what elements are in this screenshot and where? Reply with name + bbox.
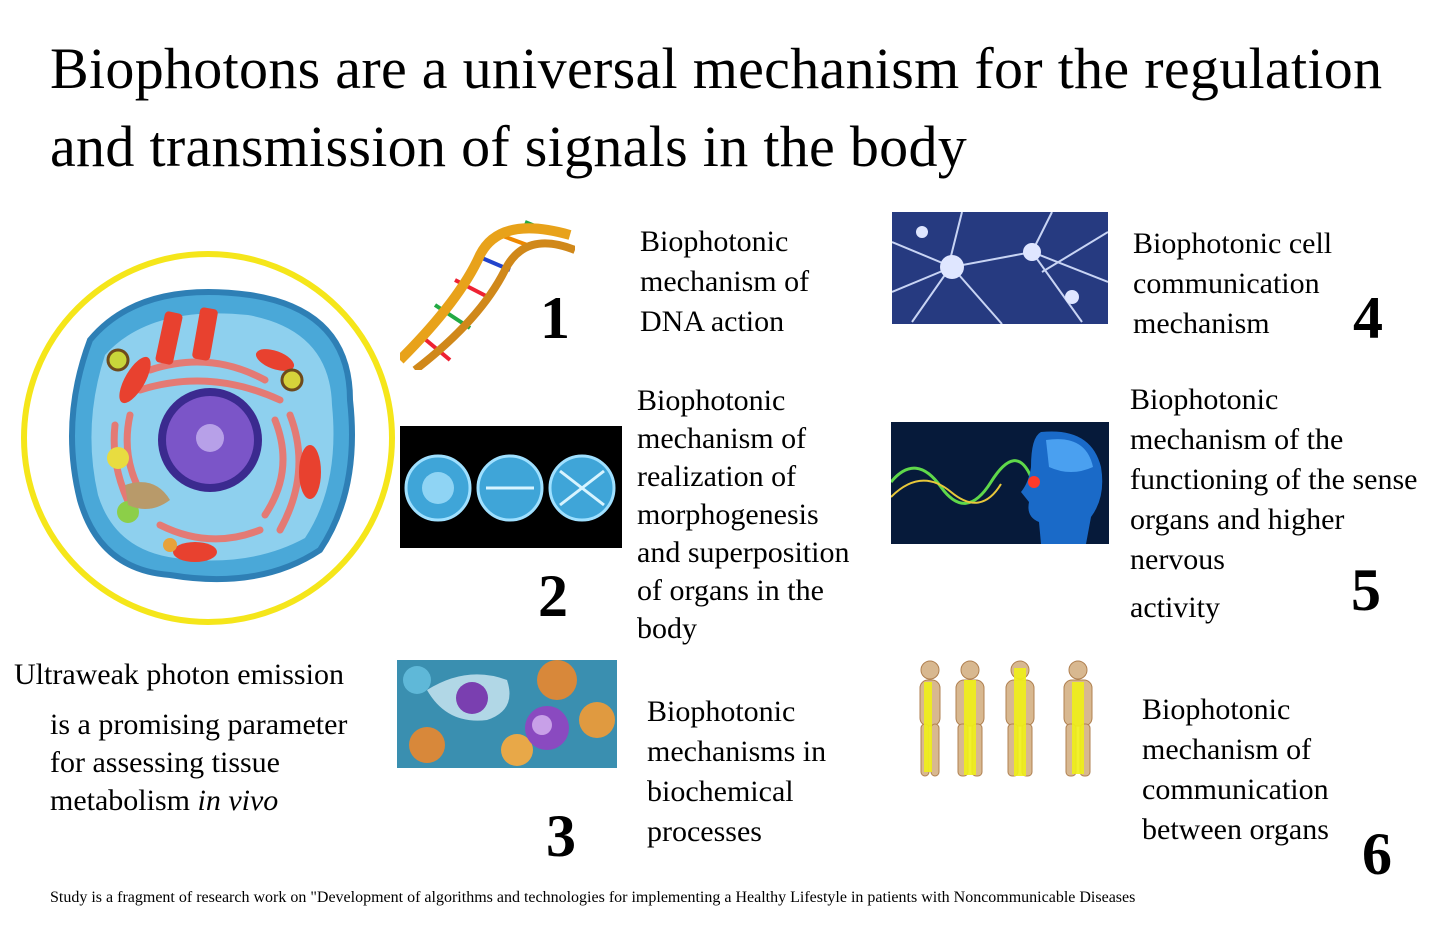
item-5-label-line: functioning of the sense xyxy=(1130,463,1418,496)
item-5-label: Biophotonic mechanism of the functioning… xyxy=(1130,380,1417,628)
item-2-label-line: realization of xyxy=(637,460,797,493)
cell-note-italic: in vivo xyxy=(197,784,279,817)
item-4-label-line: mechanism xyxy=(1133,307,1270,340)
item-1-label: Biophotonic mechanism of DNA action xyxy=(640,222,809,342)
item-2-label-line: of organs in the xyxy=(637,574,824,607)
page-title: Biophotons are a universal mechanism for… xyxy=(50,36,1383,179)
cell-note-line2: is a promising parameter xyxy=(50,708,348,741)
biochemical-illustration xyxy=(397,660,617,768)
embryo-cells-illustration xyxy=(400,426,622,548)
item-1-label-line: DNA action xyxy=(640,305,785,338)
item-2-label: Biophotonic mechanism of realization of … xyxy=(637,382,849,648)
cell-note-line4: metabolism xyxy=(50,784,198,817)
item-5-label-line: organs and higher xyxy=(1130,503,1345,536)
item-5-label-line: mechanism of the xyxy=(1130,423,1344,456)
body-meridians-illustration xyxy=(908,658,1118,780)
item-1-label-line: mechanism of xyxy=(640,265,810,298)
cell-note: Ultraweak photon emission is a promising… xyxy=(14,656,394,820)
item-3-number: 3 xyxy=(546,803,576,869)
item-4-number: 4 xyxy=(1353,285,1383,351)
item-2-label-line: body xyxy=(637,612,697,645)
item-2-label-line: mechanism of xyxy=(637,422,807,455)
item-2-number: 2 xyxy=(538,563,568,629)
cell-note-line1: Ultraweak photon emission xyxy=(14,658,344,691)
item-2-label-line: Biophotonic xyxy=(637,384,786,417)
item-3-label-line: Biophotonic xyxy=(647,695,796,728)
item-2-label-line: morphogenesis xyxy=(637,498,819,531)
item-5-label-line: nervous xyxy=(1130,543,1225,576)
item-1-label-line: Biophotonic xyxy=(640,225,789,258)
item-4-label-line: communication xyxy=(1133,267,1320,300)
item-3-label-line: mechanisms in xyxy=(647,735,827,768)
item-6-number: 6 xyxy=(1362,821,1392,887)
item-6-label-line: communication xyxy=(1142,773,1329,806)
cell-illustration xyxy=(20,250,396,626)
item-3-label: Biophotonic mechanisms in biochemical pr… xyxy=(647,692,826,852)
item-5-label-line: Biophotonic xyxy=(1130,383,1279,416)
cell-note-line3: for assessing tissue xyxy=(50,746,280,779)
item-5-number: 5 xyxy=(1351,557,1381,623)
item-6-label-line: between organs xyxy=(1142,813,1329,846)
item-5-label-line: activity xyxy=(1130,591,1220,624)
item-1-number: 1 xyxy=(540,285,570,351)
item-6-label-line: Biophotonic xyxy=(1142,693,1291,726)
item-6-label: Biophotonic mechanism of communication b… xyxy=(1142,690,1329,850)
item-3-label-line: biochemical xyxy=(647,775,794,808)
dna-illustration xyxy=(400,210,575,370)
footer-note: Study is a fragment of research work on … xyxy=(50,889,1136,906)
item-2-label-line: and superposition xyxy=(637,536,850,569)
item-3-label-line: processes xyxy=(647,815,762,848)
item-4-label-line: Biophotonic cell xyxy=(1133,227,1333,260)
item-6-label-line: mechanism of xyxy=(1142,733,1312,766)
neurons-illustration xyxy=(892,212,1108,324)
brain-senses-illustration xyxy=(891,422,1109,544)
item-4-label: Biophotonic cell communication mechanism xyxy=(1133,224,1332,344)
